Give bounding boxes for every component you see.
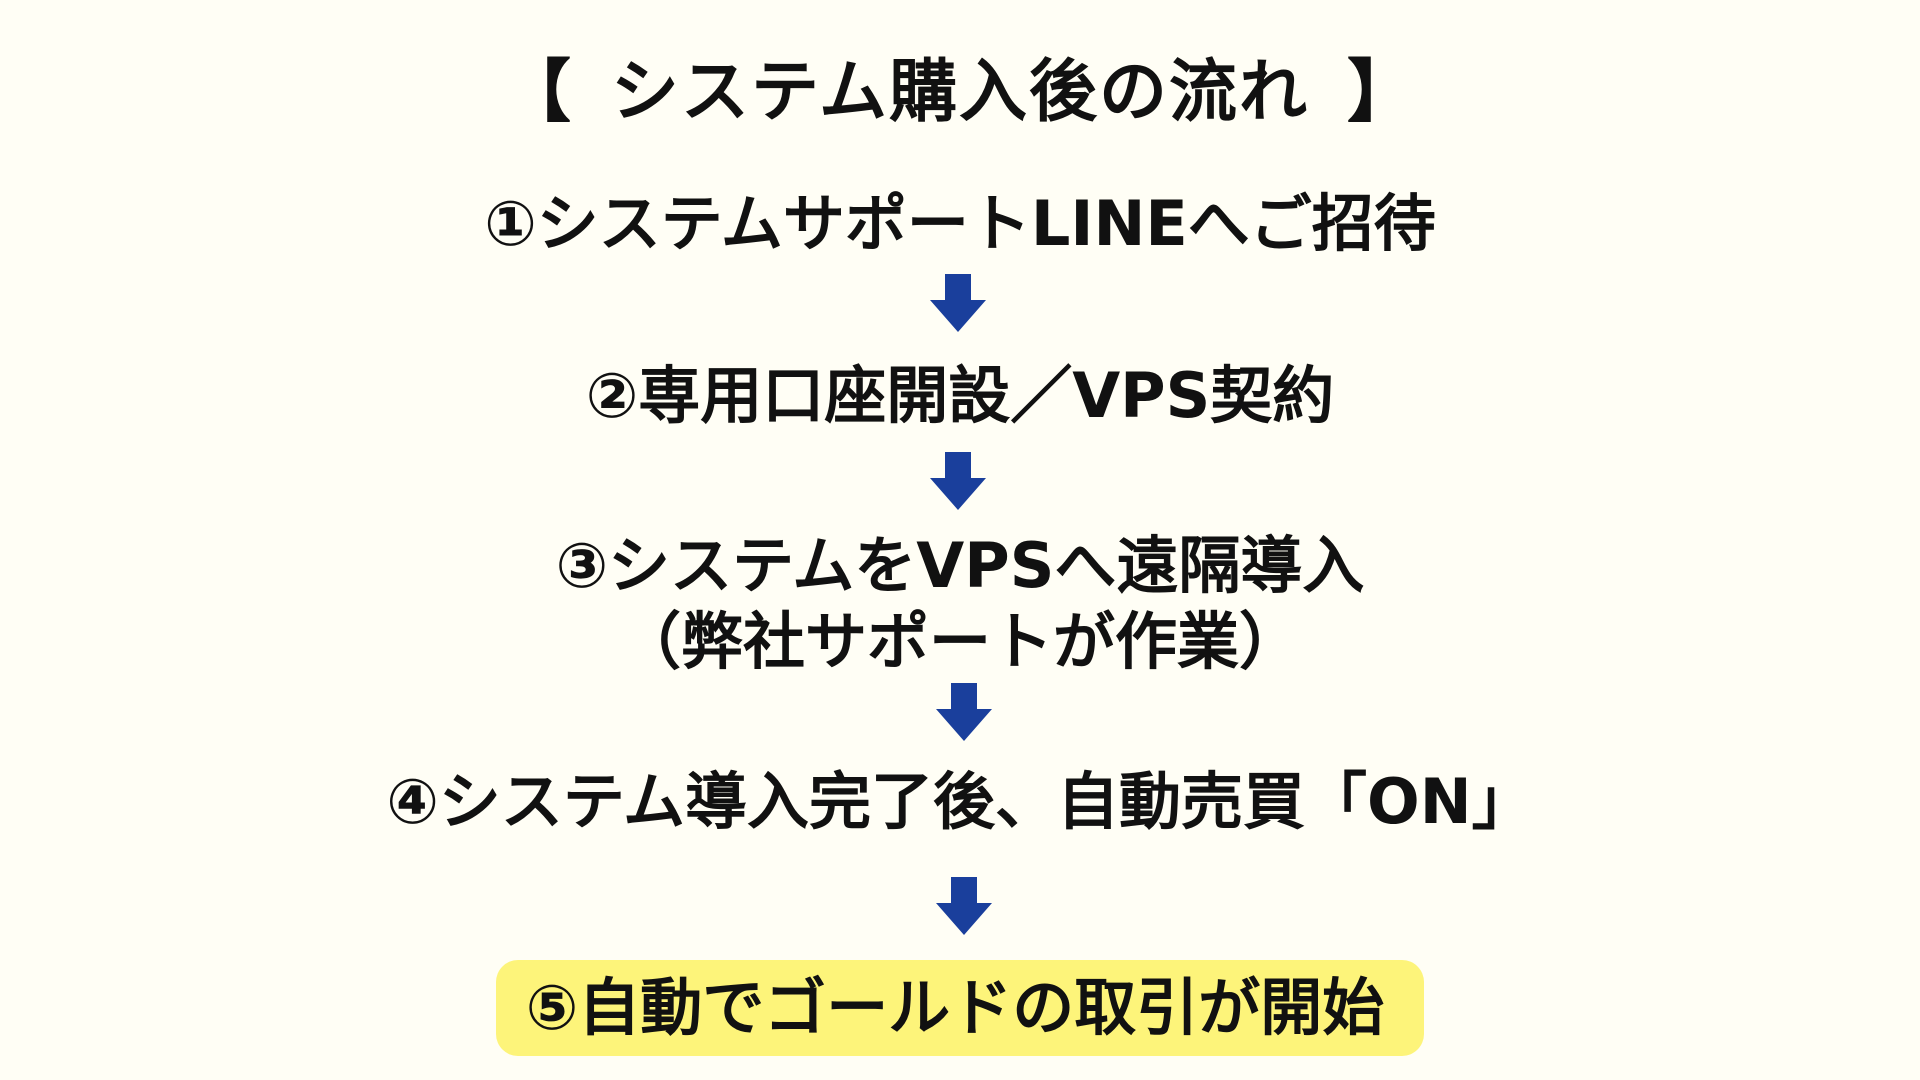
flow-step-3-subtext: （弊社サポートが作業）	[618, 605, 1301, 678]
flow-step-2: ②専用口座開設／VPS契約	[0, 358, 1920, 434]
flow-step-5-highlight: ⑤自動でゴールドの取引が開始	[495, 960, 1425, 1056]
arrow-down-icon	[930, 274, 986, 332]
arrow-down-icon	[936, 683, 992, 741]
flow-step-5-text: ⑤自動でゴールドの取引が開始	[525, 971, 1385, 1044]
arrow-down-icon	[936, 877, 992, 935]
flow-step-3-text: ③システムをVPSへ遠隔導入	[555, 529, 1365, 602]
flow-step-2-text: ②専用口座開設／VPS契約	[585, 359, 1335, 432]
flow-step-3: ③システムをVPSへ遠隔導入 （弊社サポートが作業）	[0, 528, 1920, 680]
flow-step-1: ①システムサポートLINEへご招待	[0, 186, 1920, 262]
flow-step-4-text: ④システム導入完了後、自動売買「ON」	[386, 765, 1534, 838]
flow-step-5: ⑤自動でゴールドの取引が開始	[0, 960, 1920, 1056]
title-open-bracket: 【	[503, 53, 574, 132]
page-title: 【システム購入後の流れ】	[0, 38, 1920, 148]
flow-step-4: ④システム導入完了後、自動売買「ON」	[0, 764, 1920, 840]
arrow-down-icon	[930, 452, 986, 510]
flow-step-1-text: ①システムサポートLINEへご招待	[484, 187, 1436, 260]
title-close-bracket: 】	[1346, 53, 1417, 132]
title-text: システム購入後の流れ	[611, 53, 1309, 132]
